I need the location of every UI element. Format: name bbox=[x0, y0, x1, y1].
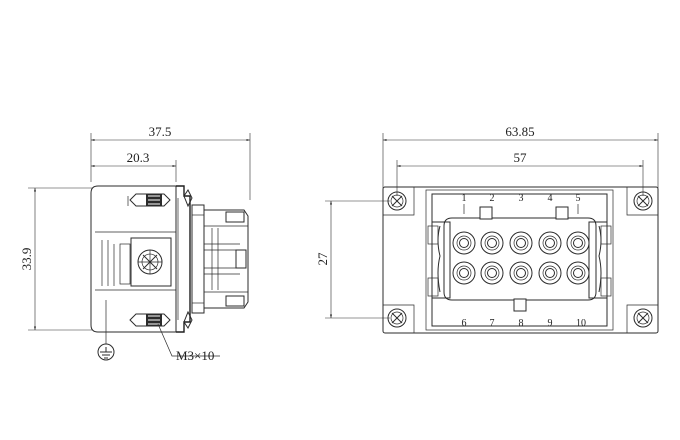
dimension-label-33-9: 33.9 bbox=[19, 248, 34, 271]
pin-contact-3 bbox=[509, 231, 533, 255]
pin-numbers-bottom: 6 7 8 9 10 bbox=[462, 318, 587, 329]
pin-contacts bbox=[452, 231, 590, 285]
mounting-screw-top-right-icon bbox=[633, 191, 653, 211]
pin-contact-8 bbox=[509, 261, 533, 285]
screw-callout: M3×10 bbox=[157, 323, 220, 363]
contact-insert-face bbox=[443, 206, 597, 312]
pin-contact-4 bbox=[538, 231, 562, 255]
pin-contact-7 bbox=[480, 261, 504, 285]
ground-symbol-icon bbox=[97, 300, 115, 361]
pin-number-5: 5 bbox=[576, 193, 581, 204]
left-latch bbox=[427, 221, 451, 299]
pin-number-2: 2 bbox=[490, 193, 495, 204]
upper-fixing-screw bbox=[127, 193, 171, 207]
right-latch bbox=[588, 221, 612, 299]
pin-number-9: 9 bbox=[548, 318, 553, 329]
pin-number-8: 8 bbox=[519, 318, 524, 329]
dimension-label-27: 27 bbox=[315, 252, 330, 266]
screw-icon bbox=[137, 249, 163, 275]
mounting-screw-bottom-left-icon bbox=[387, 308, 407, 328]
pin-number-1: 1 bbox=[462, 193, 467, 204]
pin-number-7: 7 bbox=[490, 318, 495, 329]
front-plate bbox=[382, 186, 659, 334]
pin-contact-10 bbox=[566, 261, 590, 285]
dimension-hole-spacing: 57 bbox=[396, 150, 644, 196]
dimension-height-front: 27 bbox=[315, 200, 390, 319]
front-view: 63.85 57 27 bbox=[315, 124, 659, 334]
pin-contact-5 bbox=[566, 231, 590, 255]
dimension-overall-width-front: 63.85 bbox=[382, 124, 659, 188]
pin-contact-1 bbox=[452, 231, 476, 255]
side-housing bbox=[90, 185, 177, 333]
pin-contact-6 bbox=[452, 261, 476, 285]
side-view: 37.5 20.3 33.9 bbox=[19, 124, 251, 363]
pin-contact-2 bbox=[480, 231, 504, 255]
lower-fixing-screw bbox=[129, 313, 171, 327]
dimension-label-37-5: 37.5 bbox=[149, 124, 172, 139]
pin-number-4: 4 bbox=[548, 193, 553, 204]
dimension-height-side: 33.9 bbox=[19, 187, 92, 331]
side-insert bbox=[191, 204, 249, 314]
mounting-screw-bottom-right-icon bbox=[633, 308, 653, 328]
dimension-label-20-3: 20.3 bbox=[127, 150, 150, 165]
dimension-overall-width-side: 37.5 bbox=[90, 124, 251, 200]
pin-contact-9 bbox=[538, 261, 562, 285]
pin-numbers-top: 1 2 3 4 5 bbox=[462, 193, 581, 214]
pin-number-6: 6 bbox=[462, 318, 467, 329]
mounting-screw-top-left-icon bbox=[387, 191, 407, 211]
side-flange bbox=[176, 185, 193, 333]
dimension-label-57: 57 bbox=[514, 150, 528, 165]
dimension-label-63-85: 63.85 bbox=[505, 124, 534, 139]
pin-number-3: 3 bbox=[519, 193, 524, 204]
pin-number-10: 10 bbox=[576, 318, 586, 329]
dimension-partial-width-side: 20.3 bbox=[91, 150, 177, 182]
screw-size-label: M3×10 bbox=[176, 348, 214, 363]
